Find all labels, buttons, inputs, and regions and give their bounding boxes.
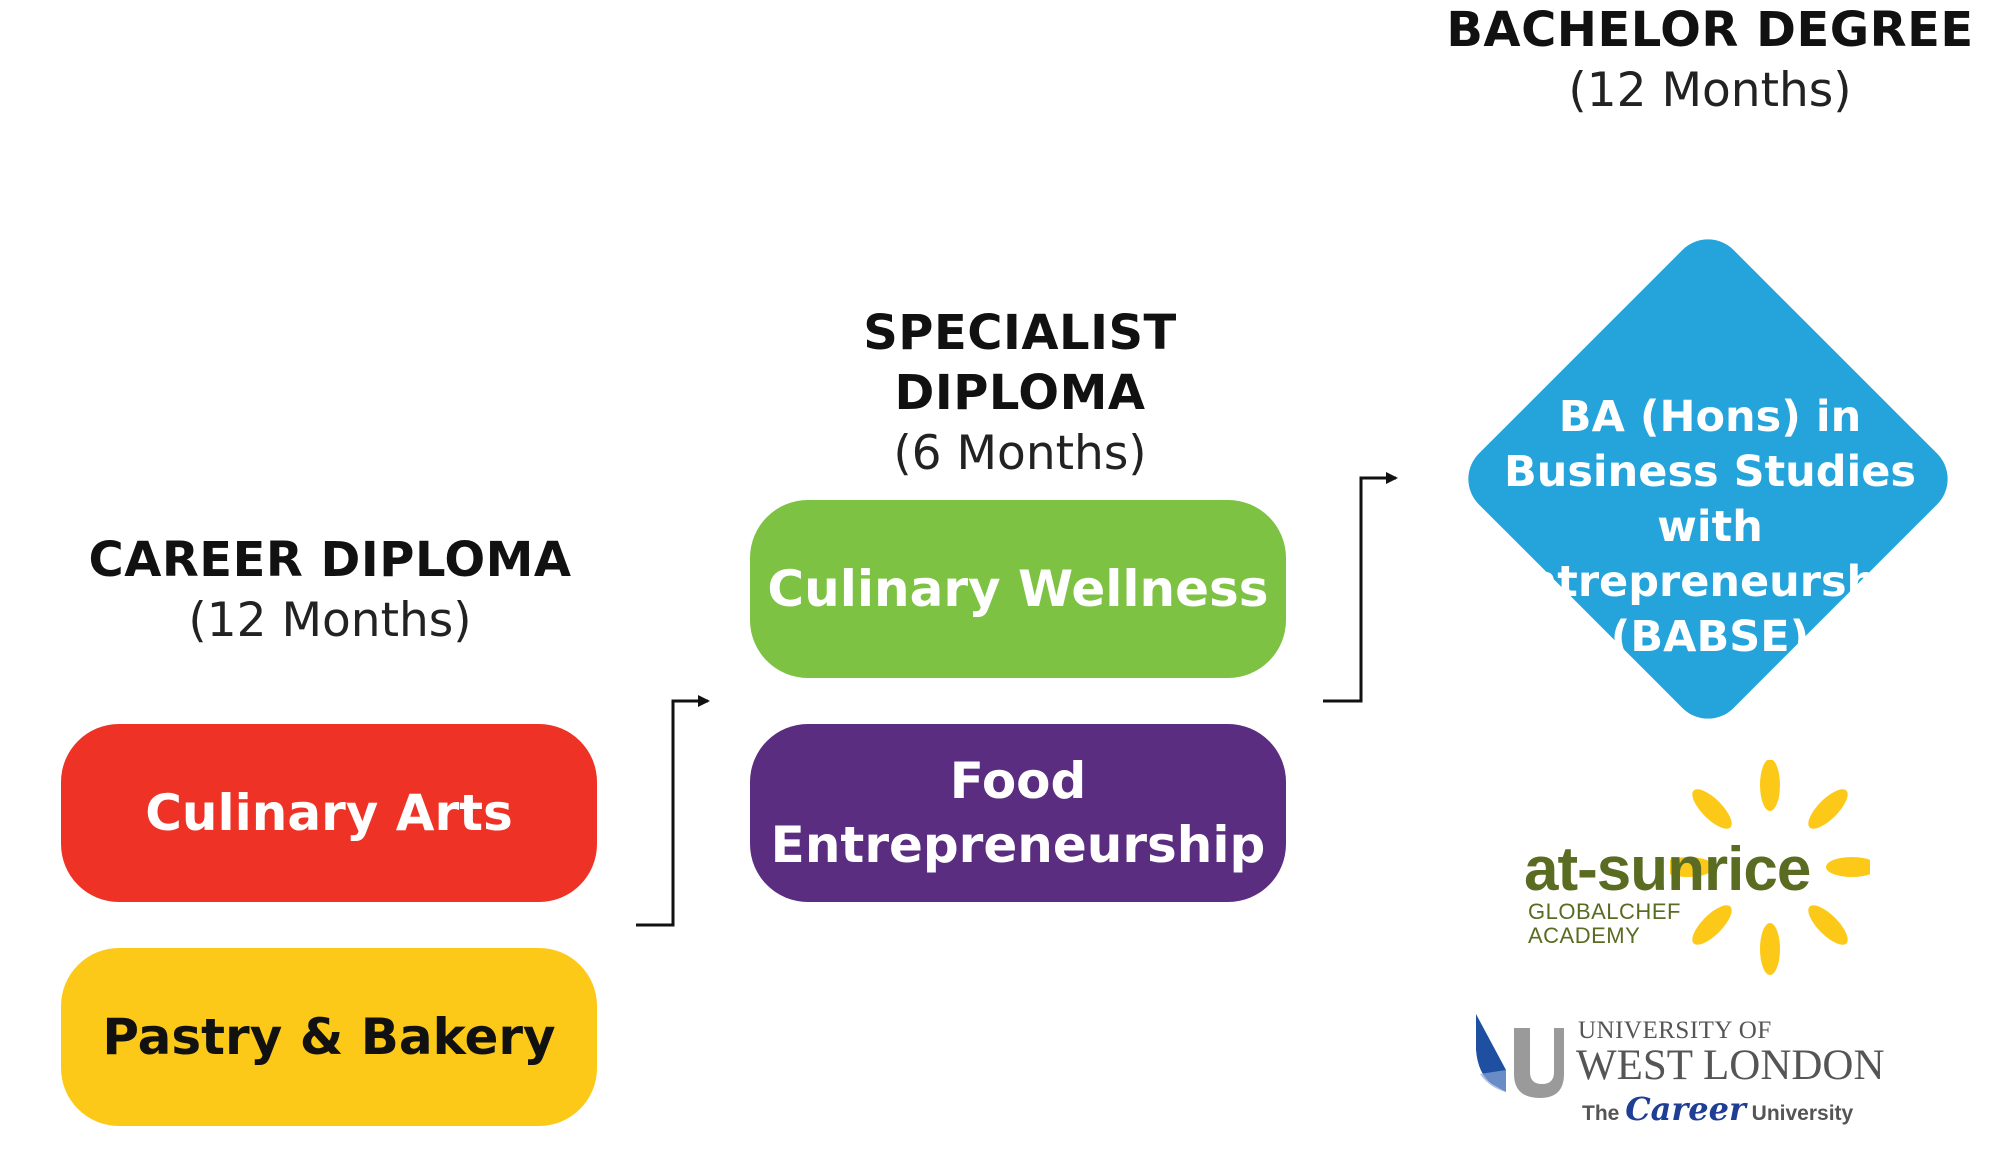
sun-petal xyxy=(1760,923,1780,975)
sunrice-wordmark: at-sunrice xyxy=(1524,835,1811,904)
food-entrepreneurship-box: Food Entrepreneurship xyxy=(750,724,1286,902)
uwl-line2: WEST LONDON xyxy=(1576,1042,1885,1089)
bachelor-degree-title: BACHELOR DEGREE xyxy=(1446,2,1974,58)
uwl-line1: UNIVERSITY OF xyxy=(1578,1017,1772,1044)
career-diploma-heading: CAREER DIPLOMA (12 Months) xyxy=(60,530,600,652)
sun-petal xyxy=(1692,905,1732,945)
sun-petal xyxy=(1692,789,1732,829)
sunrice-sub-line2: ACADEMY xyxy=(1528,923,1641,948)
food-entrepreneurship-line2: Entrepreneurship xyxy=(770,816,1266,874)
babse-line2: Business Studies with xyxy=(1503,447,1917,552)
food-entrepreneurship-line1: Food xyxy=(949,752,1087,810)
specialist-diploma-title: SPECIALIST DIPLOMA xyxy=(863,305,1177,421)
pastry-bakery-label: Pastry & Bakery xyxy=(102,1008,556,1066)
babse-line4: (BABSE) xyxy=(1610,612,1810,662)
sunrice-sub-line1: GLOBALCHEF xyxy=(1528,899,1681,924)
uwl-tagline: The Career University xyxy=(1582,1093,1854,1129)
culinary-wellness-box: Culinary Wellness xyxy=(750,500,1286,678)
babse-diamond xyxy=(1468,239,1948,719)
bachelor-degree-heading: BACHELOR DEGREE (12 Months) xyxy=(1430,0,1990,122)
uwl-tagline-pre: The xyxy=(1582,1102,1620,1125)
uwl-tagline-post: University xyxy=(1751,1102,1854,1125)
babse-diamond-shape xyxy=(1468,239,1948,719)
babse-line3: Entrepreneurship xyxy=(1497,557,1923,607)
sunrice-subtitle: GLOBALCHEF ACADEMY xyxy=(1528,900,1681,948)
sun-petal xyxy=(1670,857,1714,877)
uwl-tagline-career: Career xyxy=(1625,1090,1746,1128)
bachelor-degree-duration: (12 Months) xyxy=(1568,63,1852,118)
career-diploma-duration: (12 Months) xyxy=(188,593,472,648)
sunrice-sun-icon xyxy=(1670,760,1870,975)
sun-petal xyxy=(1808,905,1848,945)
sun-petal xyxy=(1808,789,1848,829)
pastry-bakery-box: Pastry & Bakery xyxy=(61,948,597,1126)
culinary-wellness-label: Culinary Wellness xyxy=(767,560,1269,618)
specialist-diploma-heading: SPECIALIST DIPLOMA (6 Months) xyxy=(740,303,1300,485)
culinary-arts-box: Culinary Arts xyxy=(61,724,597,902)
babse-label: BA (Hons) in Business Studies with Entre… xyxy=(1450,390,1970,665)
culinary-arts-label: Culinary Arts xyxy=(145,784,513,842)
career-diploma-title: CAREER DIPLOMA xyxy=(88,532,572,588)
arrow-career-to-specialist xyxy=(636,695,710,927)
specialist-diploma-duration: (6 Months) xyxy=(893,426,1147,481)
babse-line1: BA (Hons) in xyxy=(1558,392,1862,442)
sun-petal xyxy=(1760,760,1780,811)
uwl-shield-icon xyxy=(1476,1014,1564,1098)
sun-petal xyxy=(1826,857,1870,877)
arrow-specialist-to-bachelor xyxy=(1323,472,1398,703)
